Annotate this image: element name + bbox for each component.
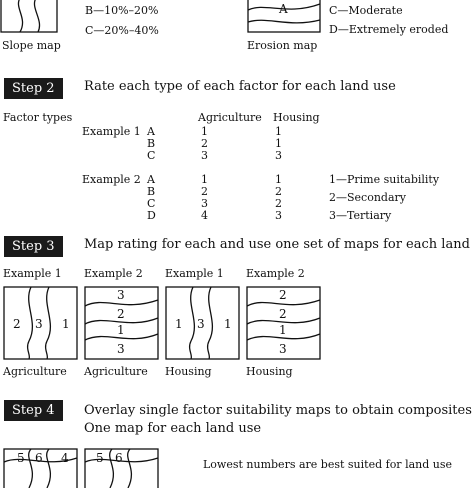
svg-text:1: 1 [175,317,183,331]
ex2-agri-b: 2 [201,185,208,198]
slope-legend-b: B—10%–20% [85,4,159,17]
step3-title: Map rating for each and use one set of m… [84,237,474,252]
step2-title: Rate each type of each factor for each l… [84,79,396,94]
step3-map2-header: Example 2 [84,267,143,280]
ex2-house-b: 2 [275,185,282,198]
step3-map-housing-ex1: 1 3 1 [165,286,240,360]
svg-text:3: 3 [197,317,205,331]
ex1-agri-a: 1 [201,125,208,138]
step3-map2-caption: Agriculture [84,365,148,378]
svg-text:3: 3 [117,342,125,356]
col-agriculture-header: Agriculture [198,111,262,124]
svg-text:5: 5 [17,451,25,465]
erosion-region-a: A [278,2,288,16]
ex2-agri-c: 3 [201,197,208,210]
step4-composite-map-housing: 5 6 [84,448,159,488]
svg-text:3: 3 [117,288,125,302]
svg-text:2: 2 [117,307,125,321]
svg-text:5: 5 [96,451,104,465]
svg-text:2: 2 [279,288,287,302]
step3-map1-caption: Agriculture [3,365,67,378]
ex1-agri-b: 2 [201,137,208,150]
example2-label: Example 2 [82,173,141,186]
factor-types-label: Factor types [3,111,73,124]
ex2-type-b: B [147,185,156,198]
ex1-agri-c: 3 [201,149,208,162]
step3-map-agriculture-ex1: 2 3 1 [3,286,78,360]
ex2-type-d: D [147,209,156,222]
ex1-house-c: 3 [275,149,282,162]
erosion-legend-d: D—Extremely eroded [329,23,449,36]
legend-tertiary: 3—Tertiary [329,209,392,222]
ex1-type-b: B [147,137,156,150]
step2-badge: Step 2 [4,78,63,99]
legend-secondary: 2—Secondary [329,191,406,204]
ex1-type-c: C [147,149,156,162]
col-housing-header: Housing [273,111,320,124]
erosion-map-caption: Erosion map [247,39,318,52]
step3-map-housing-ex2: 2 2 1 3 [246,286,321,360]
example1-label: Example 1 [82,125,141,138]
svg-text:1: 1 [117,323,125,337]
step3-map1-header: Example 1 [3,267,62,280]
svg-text:3: 3 [279,342,287,356]
svg-text:2: 2 [279,307,287,321]
ex1-house-a: 1 [275,125,282,138]
step3-map-agriculture-ex2: 3 2 1 3 [84,286,159,360]
svg-text:1: 1 [279,323,287,337]
slope-map [0,0,58,33]
erosion-map: A [247,0,321,33]
step3-map3-header: Example 1 [165,267,224,280]
ex2-agri-a: 1 [201,173,208,186]
ex2-house-c: 2 [275,197,282,210]
ex2-type-c: C [147,197,156,210]
ex1-type-a: A [147,125,155,138]
erosion-legend-c: C—Moderate [329,4,403,17]
svg-text:6: 6 [35,451,43,465]
ex2-type-a: A [147,173,155,186]
step3-map3-caption: Housing [165,365,212,378]
step4-badge: Step 4 [4,400,63,421]
step4-note: Lowest numbers are best suited for land … [203,458,453,471]
svg-text:4: 4 [61,451,69,465]
step3-map4-header: Example 2 [246,267,305,280]
legend-prime: 1—Prime suitability [329,173,440,186]
step3-badge: Step 3 [4,236,63,257]
step4-title-line1: Overlay single factor suitability maps t… [84,403,472,418]
step4-composite-map-agriculture: 5 6 4 [3,448,78,488]
svg-text:1: 1 [62,317,70,331]
svg-text:3: 3 [35,317,43,331]
slope-map-caption: Slope map [2,39,61,52]
svg-text:1: 1 [224,317,232,331]
ex1-house-b: 1 [275,137,282,150]
ex2-agri-d: 4 [201,209,208,222]
svg-text:2: 2 [13,317,21,331]
slope-legend-c: C—20%–40% [85,24,159,37]
step3-map4-caption: Housing [246,365,293,378]
svg-text:6: 6 [115,451,123,465]
ex2-house-d: 3 [275,209,282,222]
ex2-house-a: 1 [275,173,282,186]
step4-title-line2: One map for each land use [84,421,262,436]
